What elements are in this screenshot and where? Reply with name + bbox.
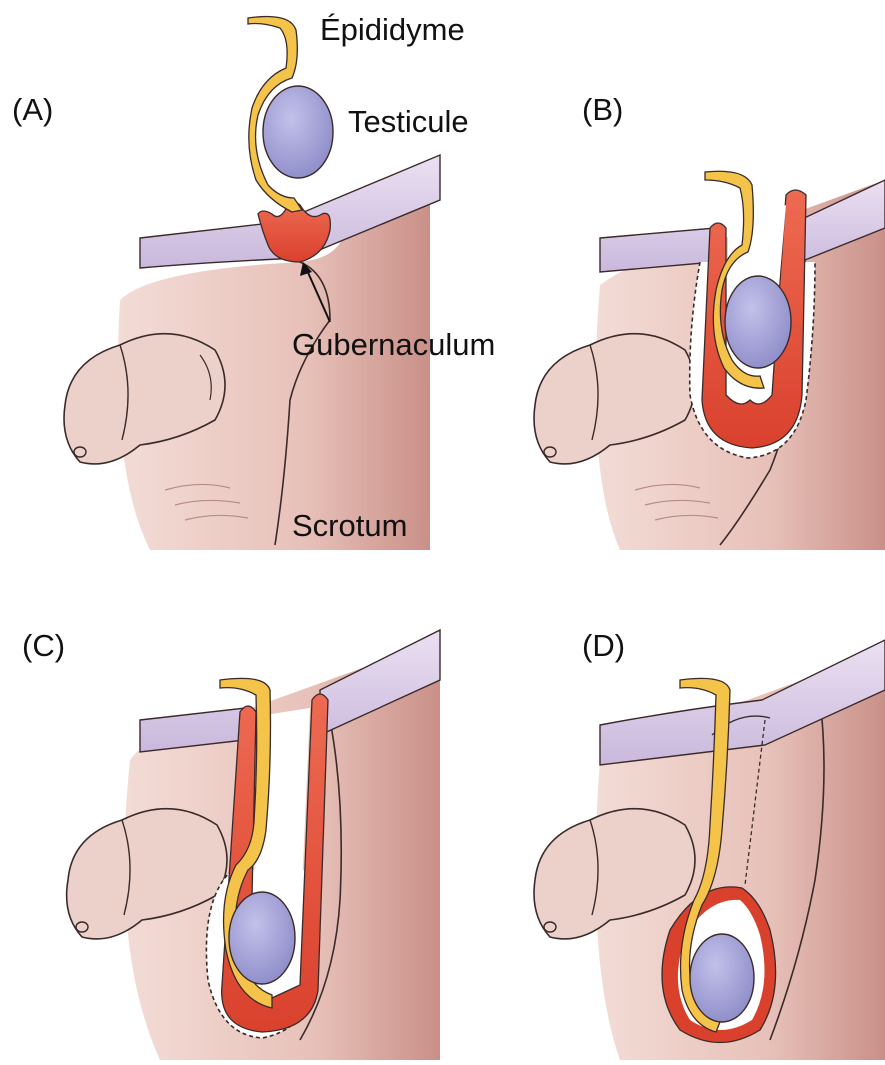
panel-b [534,171,885,550]
panel-c-label: (C) [22,628,65,664]
testis-d [690,934,754,1022]
panel-c [67,630,440,1060]
panel-a-label: (A) [12,92,53,128]
testis-b [725,276,791,368]
epididymis-label: Épididyme [320,12,465,48]
panel-a [64,17,440,551]
scrotum-label: Scrotum [292,508,407,544]
testis-label: Testicule [348,104,469,140]
gubernaculum-label: Gubernaculum [292,327,495,363]
panel-d [534,640,885,1060]
panel-d-label: (D) [582,628,625,664]
testis-a [263,86,333,178]
panel-b-label: (B) [582,92,623,128]
testis-c [229,892,295,984]
